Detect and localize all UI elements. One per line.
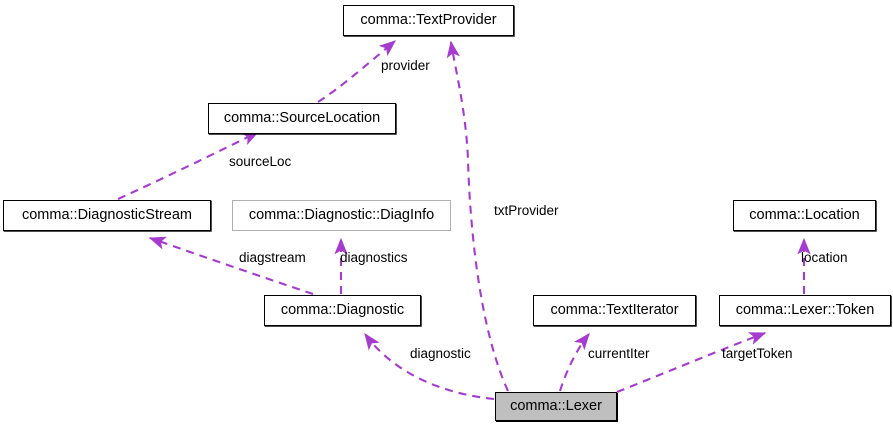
edge-targettoken <box>616 332 767 393</box>
node-label: comma::TextProvider <box>360 12 497 29</box>
edge-label-currentiter: currentIter <box>588 346 650 361</box>
edge-diagnostic <box>364 332 495 401</box>
node-label: comma::TextIterator <box>550 302 679 319</box>
node-label: comma::Location <box>749 207 860 224</box>
edge-label-diagstream: diagstream <box>239 250 306 265</box>
edge-label-targettoken: targetToken <box>722 346 793 361</box>
node-comma-location[interactable]: comma::Location <box>733 200 876 231</box>
node-comma-lexer-token[interactable]: comma::Lexer::Token <box>719 295 891 326</box>
node-label: comma::SourceLocation <box>223 110 381 127</box>
node-comma-diagnostic[interactable]: comma::Diagnostic <box>264 295 421 326</box>
node-label: comma::DiagnosticStream <box>21 207 193 224</box>
edge-diagstream <box>148 236 314 295</box>
edge-label-txtprovider: txtProvider <box>494 203 559 218</box>
node-label: comma::Diagnostic <box>280 302 405 319</box>
edge-label-sourceloc: sourceLoc <box>229 154 292 169</box>
edge-label-diagnostic: diagnostic <box>410 346 471 361</box>
node-comma-diagnosticstream[interactable]: comma::DiagnosticStream <box>3 200 211 231</box>
node-comma-textprovider[interactable]: comma::TextProvider <box>343 5 514 36</box>
edge-label-location: location <box>801 250 848 265</box>
node-label: comma::Lexer <box>510 398 602 415</box>
edge-label-diagnostics: diagnostics <box>340 250 408 265</box>
edge-label-provider: provider <box>381 58 430 73</box>
node-label: comma::Diagnostic::DiagInfo <box>248 207 435 224</box>
node-comma-lexer[interactable]: comma::Lexer <box>495 392 617 421</box>
node-label: comma::Lexer::Token <box>735 302 875 319</box>
node-comma-textiterator[interactable]: comma::TextIterator <box>533 295 696 326</box>
node-comma-sourcelocation[interactable]: comma::SourceLocation <box>208 103 396 134</box>
node-comma-diagnostic-diaginfo[interactable]: comma::Diagnostic::DiagInfo <box>232 200 451 231</box>
edge-currentiter <box>558 333 590 392</box>
